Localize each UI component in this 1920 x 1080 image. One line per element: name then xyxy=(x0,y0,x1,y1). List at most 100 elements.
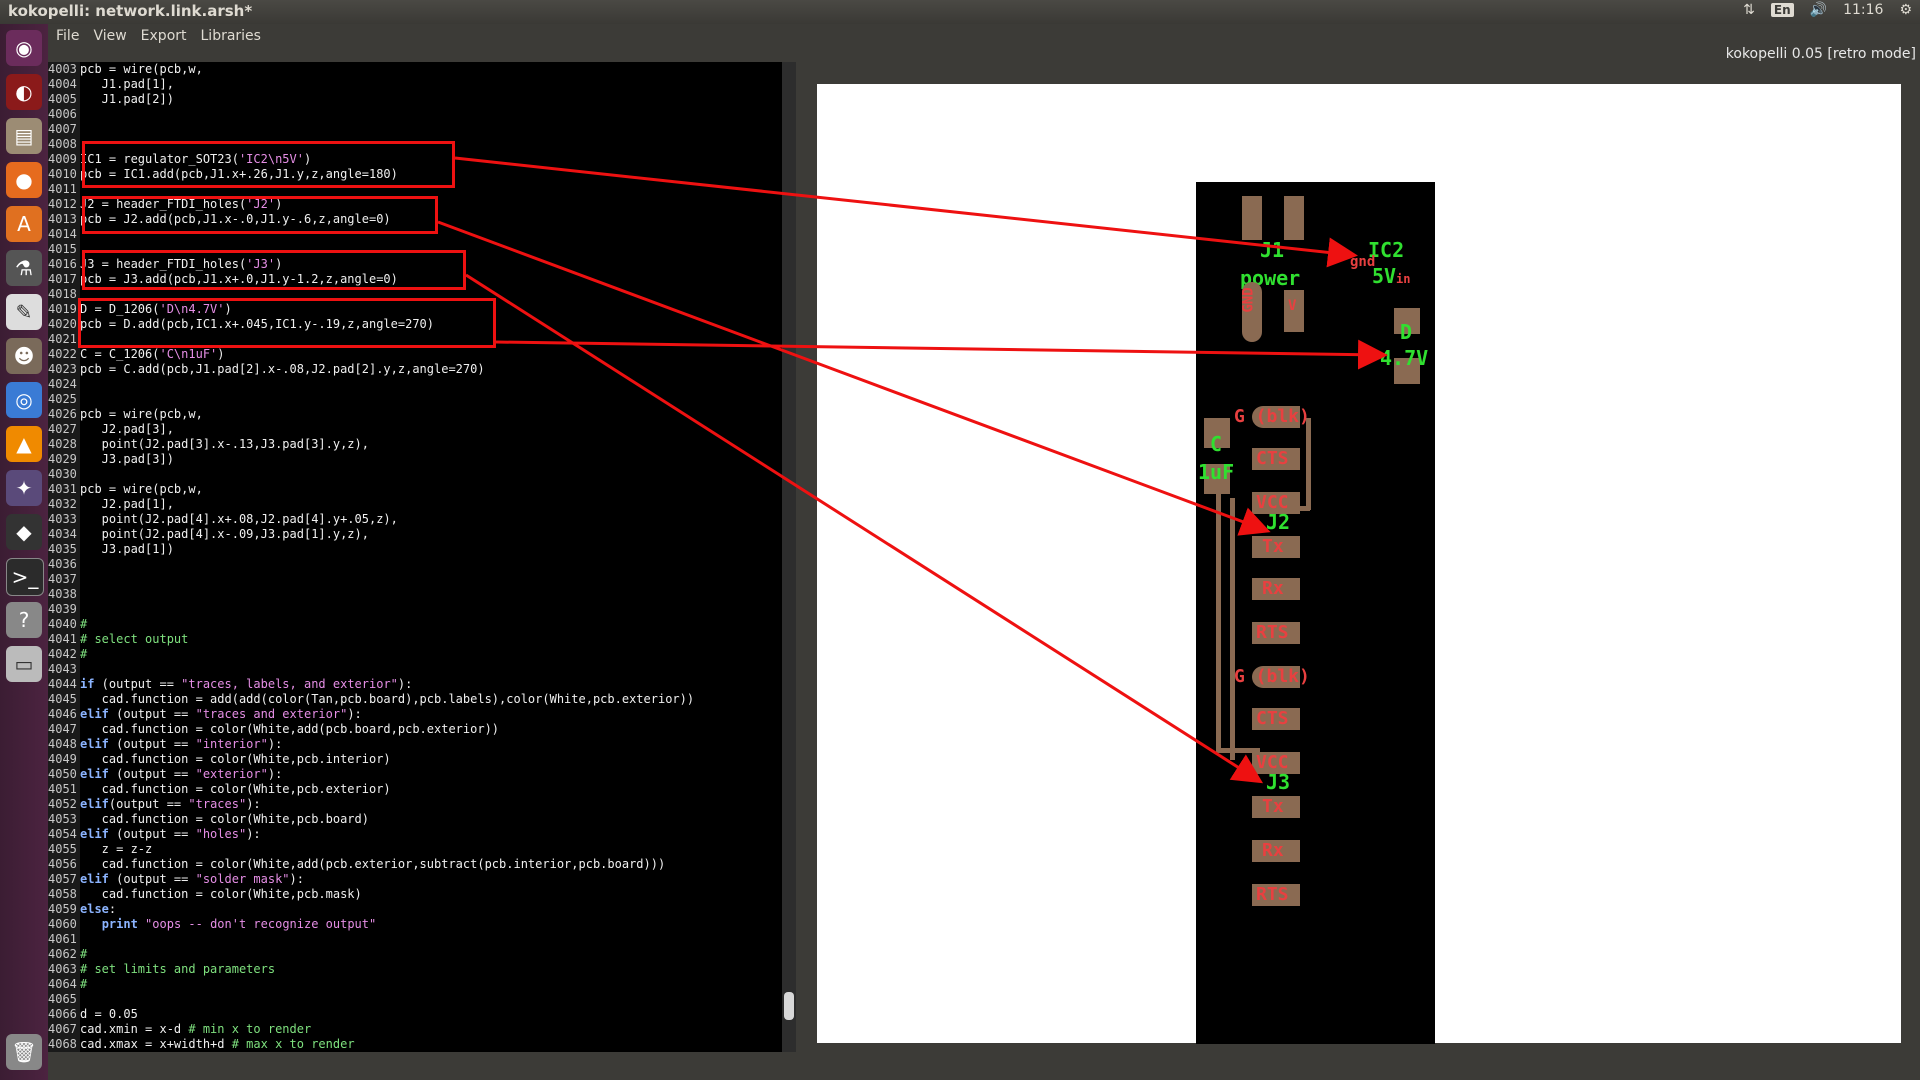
help-icon[interactable]: ? xyxy=(6,602,42,638)
line-number: 4014 xyxy=(48,227,77,241)
code-text: point(J2.pad[3].x-.13,J3.pad[3].y,z), xyxy=(80,437,369,451)
code-text: J3.pad[3]) xyxy=(80,452,174,466)
line-number: 4010 xyxy=(48,167,77,181)
menu-file[interactable]: File xyxy=(56,28,80,44)
gear-icon[interactable]: ⚙ xyxy=(1899,2,1912,18)
code-text: cad.function = color(White,pcb.exterior) xyxy=(80,782,391,796)
editor-scrollbar[interactable] xyxy=(782,62,796,1052)
network-arrows-icon[interactable]: ⇅ xyxy=(1743,2,1755,18)
code-line: 4041# select output xyxy=(48,632,694,647)
code-text: d = 0.05 xyxy=(80,1007,138,1021)
code-text: # xyxy=(80,947,88,961)
code-text: pcb = wire(pcb,w, xyxy=(80,62,203,76)
code-line: 4007 xyxy=(48,122,694,137)
code-text: J2.pad[1], xyxy=(80,497,174,511)
code-line: 4039 xyxy=(48,602,694,617)
trash-icon[interactable]: 🗑 xyxy=(6,1034,42,1070)
line-number: 4020 xyxy=(48,317,77,331)
vlc-icon[interactable]: ▲ xyxy=(6,426,42,462)
j2-tx-label: Tx xyxy=(1262,536,1284,557)
code-line: 4018 xyxy=(48,287,694,302)
line-number: 4022 xyxy=(48,347,77,361)
code-line: 4008 xyxy=(48,137,694,152)
code-line: 4015 xyxy=(48,242,694,257)
files-icon[interactable]: ▤ xyxy=(6,118,42,154)
line-number: 4038 xyxy=(48,587,77,601)
line-number: 4013 xyxy=(48,212,77,226)
pad xyxy=(1252,796,1300,818)
ic2-label: IC2 xyxy=(1368,238,1405,262)
line-number: 4058 xyxy=(48,887,77,901)
j2-rx-label: Rx xyxy=(1262,578,1284,599)
code-line: 4063# set limits and parameters xyxy=(48,962,694,977)
arrow-j3 xyxy=(465,273,1264,784)
code-line: 4056 cad.function = color(White,add(pcb.… xyxy=(48,857,694,872)
line-number: 4008 xyxy=(48,137,77,151)
software-center-icon[interactable]: A xyxy=(6,206,42,242)
trace xyxy=(1216,492,1221,750)
code-line: 4029 J3.pad[3]) xyxy=(48,452,694,467)
menu-view[interactable]: View xyxy=(93,28,127,44)
code-line: 4040# xyxy=(48,617,694,632)
code-text: pcb = J2.add(pcb,J1.x-.0,J1.y-.6,z,angle… xyxy=(80,212,391,226)
line-number: 4068 xyxy=(48,1037,77,1051)
gimp-icon[interactable]: ☻ xyxy=(6,338,42,374)
line-number: 4017 xyxy=(48,272,77,286)
chromium-icon[interactable]: ◎ xyxy=(6,382,42,418)
code-line: 4021 xyxy=(48,332,694,347)
code-line: 4062# xyxy=(48,947,694,962)
code-text: D = D_1206('D\n4.7V') xyxy=(80,302,232,316)
code-text: J3.pad[1]) xyxy=(80,542,174,556)
pad xyxy=(1242,282,1262,342)
pad xyxy=(1284,290,1304,332)
volume-icon[interactable]: 🔊 xyxy=(1809,2,1828,18)
line-number: 4044 xyxy=(48,677,77,691)
line-number: 4067 xyxy=(48,1022,77,1036)
j2-cts-label: CTS xyxy=(1256,448,1289,469)
c-value-label: 1uF xyxy=(1198,460,1235,484)
app-red-icon[interactable]: ◐ xyxy=(6,74,42,110)
clock[interactable]: 11:16 xyxy=(1843,2,1884,18)
scrollbar-thumb[interactable] xyxy=(784,992,794,1020)
line-number: 4004 xyxy=(48,77,77,91)
code-line: 4064# xyxy=(48,977,694,992)
drive-icon[interactable]: ▭ xyxy=(6,646,42,682)
line-number: 4031 xyxy=(48,482,77,496)
arrow-j2 xyxy=(437,220,1271,536)
j2-rts-label: RTS xyxy=(1256,622,1289,643)
code-line: 4028 point(J2.pad[3].x-.13,J3.pad[3].y,z… xyxy=(48,437,694,452)
j1-label: J1 xyxy=(1260,238,1285,262)
firefox-icon[interactable]: ● xyxy=(6,162,42,198)
code-line: 4006 xyxy=(48,107,694,122)
menu-export[interactable]: Export xyxy=(140,28,187,44)
menu-libraries[interactable]: Libraries xyxy=(200,28,261,44)
c-label: C xyxy=(1210,432,1223,456)
ubuntu-dash-icon[interactable]: ◉ xyxy=(6,30,42,66)
keyboard-layout-indicator[interactable]: En xyxy=(1770,3,1794,17)
code-text: IC1 = regulator_SOT23('IC2\n5V') xyxy=(80,152,312,166)
code-line: 4049 cad.function = color(White,pcb.inte… xyxy=(48,752,694,767)
code-line: 4038 xyxy=(48,587,694,602)
lab-flask-icon[interactable]: ⚗ xyxy=(6,250,42,286)
code-line: 4005 J1.pad[2]) xyxy=(48,92,694,107)
line-number: 4055 xyxy=(48,842,77,856)
code-text: J3 = header_FTDI_holes('J3') xyxy=(80,257,283,271)
terminal-icon[interactable]: >_ xyxy=(6,558,44,596)
line-number: 4011 xyxy=(48,182,77,196)
inkscape-icon[interactable]: ◆ xyxy=(6,514,42,550)
code-line: 4037 xyxy=(48,572,694,587)
j3-label: J3 xyxy=(1266,770,1291,794)
text-editor-icon[interactable]: ✎ xyxy=(6,294,42,330)
tools-icon[interactable]: ✦ xyxy=(6,470,42,506)
